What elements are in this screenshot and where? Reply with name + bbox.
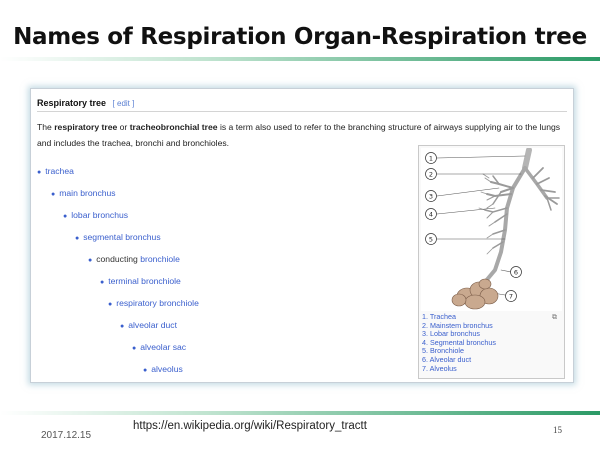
page-number: 15 bbox=[553, 425, 562, 435]
tree-link[interactable]: segmental bronchus bbox=[83, 232, 161, 242]
bullet-icon: ● bbox=[63, 213, 68, 220]
tree-item-main-bronchus[interactable]: ●main bronchus bbox=[51, 188, 116, 198]
tree-link[interactable]: main bronchus bbox=[59, 188, 116, 198]
tree-item-lobar-bronchus[interactable]: ●lobar bronchus bbox=[63, 210, 128, 220]
tree-link[interactable]: lobar bronchus bbox=[71, 210, 129, 220]
footer-divider bbox=[0, 411, 600, 415]
title-divider bbox=[0, 57, 600, 61]
section-divider bbox=[37, 111, 567, 112]
source-url: https://en.wikipedia.org/wiki/Respirator… bbox=[133, 420, 367, 432]
bullet-icon: ● bbox=[100, 279, 105, 286]
bullet-icon: ● bbox=[51, 191, 56, 198]
callout-3: 3 bbox=[429, 193, 433, 201]
tree-link[interactable]: alveolar duct bbox=[128, 320, 177, 330]
legend-item[interactable]: 7. Alveolus bbox=[422, 363, 457, 373]
respiratory-tree-illustration[interactable]: 1 2 3 4 5 6 7 bbox=[421, 147, 562, 311]
intro-term-1: respiratory tree bbox=[54, 122, 118, 132]
intro-text-1: The bbox=[37, 122, 55, 132]
legend-item[interactable]: 4. Segmental bronchus bbox=[422, 337, 496, 347]
bullet-icon: ● bbox=[120, 323, 125, 330]
figure-thumbnail[interactable]: 1 2 3 4 5 6 7 ⧉ 1. Trachea 2. Ma bbox=[418, 145, 565, 379]
callout-5: 5 bbox=[429, 236, 433, 244]
legend-item[interactable]: 3. Lobar bronchus bbox=[422, 329, 480, 339]
slide-title: Names of Respiration Organ-Respiration t… bbox=[13, 24, 587, 50]
tree-link[interactable]: terminal bronchiole bbox=[108, 276, 181, 286]
tree-item-alveolar-duct[interactable]: ●alveolar duct bbox=[120, 320, 177, 330]
callout-4: 4 bbox=[429, 211, 433, 219]
tree-item-trachea[interactable]: ●trachea bbox=[37, 166, 74, 176]
wikipedia-excerpt: Respiratory tree [ edit ] The respirator… bbox=[30, 88, 574, 383]
tree-link[interactable]: alveolus bbox=[151, 364, 183, 374]
tree-link[interactable]: respiratory bronchiole bbox=[116, 298, 199, 308]
bullet-icon: ● bbox=[143, 367, 148, 374]
bullet-icon: ● bbox=[37, 169, 42, 176]
legend-item[interactable]: 2. Mainstem bronchus bbox=[422, 320, 493, 330]
bullet-icon: ● bbox=[108, 301, 113, 308]
tree-prefix: conducting bbox=[96, 254, 141, 264]
tree-item-terminal-bronchiole[interactable]: ●terminal bronchiole bbox=[100, 276, 181, 286]
intro-text-3: is a term also used to refer to the bran… bbox=[37, 122, 561, 148]
callout-7: 7 bbox=[509, 293, 513, 301]
tree-link[interactable]: trachea bbox=[45, 166, 74, 176]
bullet-icon: ● bbox=[75, 235, 80, 242]
callout-6: 6 bbox=[514, 269, 518, 277]
intro-text-2: or bbox=[117, 122, 130, 132]
section-title: Respiratory tree bbox=[37, 98, 107, 108]
section-heading: Respiratory tree [ edit ] bbox=[37, 98, 134, 108]
tree-link[interactable]: bronchiole bbox=[140, 254, 180, 264]
edit-link[interactable]: [ edit ] bbox=[112, 99, 135, 108]
intro-term-2: tracheobronchial tree bbox=[129, 122, 218, 132]
tree-item-alveolus[interactable]: ●alveolus bbox=[143, 364, 183, 374]
intro-paragraph: The respiratory tree or tracheobronchial… bbox=[37, 119, 567, 151]
slide-date: 2017.12.15 bbox=[41, 430, 92, 441]
legend-item[interactable]: 1. Trachea bbox=[422, 312, 456, 321]
figure-legend: 1. Trachea 2. Mainstem bronchus 3. Lobar… bbox=[422, 312, 550, 373]
bullet-icon: ● bbox=[132, 345, 137, 352]
legend-item[interactable]: 5. Bronchiole bbox=[422, 346, 464, 356]
callout-1: 1 bbox=[429, 155, 433, 163]
bullet-icon: ● bbox=[88, 257, 93, 264]
tree-item-alveolar-sac[interactable]: ●alveolar sac bbox=[132, 342, 186, 352]
enlarge-icon[interactable]: ⧉ bbox=[552, 313, 557, 321]
tree-link[interactable]: alveolar sac bbox=[140, 342, 187, 352]
legend-item[interactable]: 6. Alveolar duct bbox=[422, 354, 472, 364]
tree-item-conducting-bronchiole[interactable]: ●conducting bronchiole bbox=[88, 254, 180, 264]
callout-2: 2 bbox=[429, 171, 433, 179]
tree-item-respiratory-bronchiole[interactable]: ●respiratory bronchiole bbox=[108, 298, 199, 308]
tree-item-segmental-bronchus[interactable]: ●segmental bronchus bbox=[75, 232, 161, 242]
